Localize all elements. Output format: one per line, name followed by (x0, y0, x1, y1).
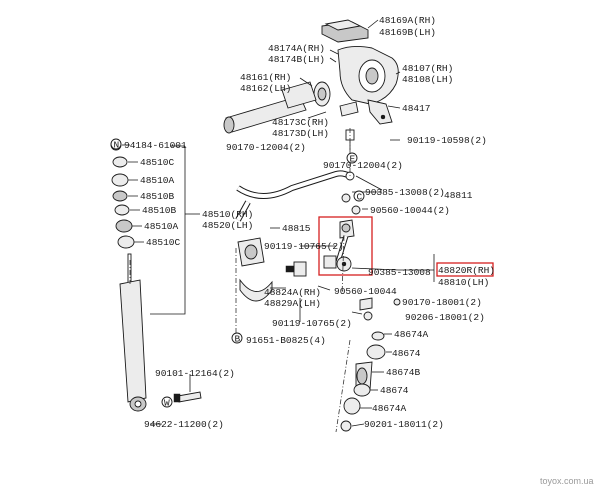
label-48510c-1: 48510C (140, 157, 175, 168)
label-94622-11200: 94622-11200(2) (144, 419, 224, 430)
label-48510-rh: 48510(RH) (202, 209, 253, 220)
label-90560-10044-a: 90560-10044(2) (370, 205, 450, 216)
stabilizer-bracket-drawing (237, 237, 307, 302)
label-48417: 48417 (402, 103, 431, 114)
callout-c-icon: C (353, 190, 365, 203)
bushing-48173-drawing (339, 101, 359, 141)
label-48173c: 48173C(RH) (272, 117, 329, 128)
svg-text:N: N (114, 140, 120, 151)
label-90560-10044-b: 90560-10044 (334, 286, 397, 297)
label-90170-18001: 90170-18001(2) (402, 297, 482, 308)
label-48674-2: 48674 (380, 385, 409, 396)
label-48174b: 48174B(LH) (268, 54, 325, 65)
centerline-dash (335, 339, 351, 433)
label-90119-10765-a: 90119-10765(2) (264, 241, 344, 252)
label-90206-18001: 90206-18001(2) (405, 312, 485, 323)
label-48674-1: 48674 (392, 348, 421, 359)
label-90119-10598: 90119-10598(2) (407, 135, 487, 146)
label-90385-13008-a: 90385-13008(2) (365, 187, 445, 198)
callout-w-icon: W (161, 396, 173, 409)
label-90119-10765-b: 90119-10765(2) (272, 318, 352, 329)
label-48174a: 48174A(RH) (268, 43, 325, 54)
label-94184-61001: 94184-61001 (124, 140, 187, 151)
callout-b-icon: B (231, 332, 243, 345)
label-48824a: 48824A(RH) (264, 287, 321, 298)
stabilizer-link-drawing (323, 219, 355, 272)
label-48510a-1: 48510A (140, 175, 175, 186)
label-48815: 48815 (282, 223, 311, 234)
highlight-label-frame (436, 262, 494, 277)
label-90101-12164: 90101-12164(2) (155, 368, 235, 379)
label-48674b: 48674B (386, 367, 421, 378)
label-48161: 48161(RH) (240, 72, 291, 83)
label-48674a-2: 48674A (372, 403, 407, 414)
label-48674a-1: 48674A (394, 329, 429, 340)
shock-bushing-stack-drawing (110, 139, 135, 249)
label-48108: 48108(LH) (402, 74, 453, 85)
stabilizer-bar-drawing (235, 170, 352, 222)
callout-n-icon: N (110, 138, 122, 151)
label-48162: 48162(LH) (240, 83, 291, 94)
svg-text:E: E (350, 154, 356, 165)
watermark: toyox.com.ua (540, 476, 594, 486)
svg-text:W: W (164, 398, 170, 409)
callout-e-icon: E (346, 152, 358, 165)
centerline-dash (341, 235, 345, 297)
label-48169b: 48169B(LH) (379, 27, 436, 38)
label-48811: 48811 (444, 190, 473, 201)
label-48810: 48810(LH) (438, 277, 489, 288)
label-48510a-2: 48510A (144, 221, 179, 232)
shock-bolt-drawing (173, 391, 202, 403)
label-90170-12004-b: 90170-12004(2) (323, 160, 403, 171)
label-48829a: 48829A(LH) (264, 298, 321, 309)
label-48510b-2: 48510B (142, 205, 177, 216)
bracket-housing-drawing (337, 45, 399, 125)
label-90385-13008-b: 90385-13008 (368, 267, 431, 278)
label-91651-b0825: 91651-B0825(4) (246, 335, 326, 346)
svg-text:B: B (235, 334, 241, 345)
label-48173d: 48173D(LH) (272, 128, 329, 139)
torsion-arm-drawing (223, 81, 317, 134)
svg-text:C: C (357, 192, 363, 203)
label-48820r: 48820R(RH) (438, 265, 495, 276)
label-48510c-2: 48510C (146, 237, 181, 248)
label-48107: 48107(RH) (402, 63, 453, 74)
label-48510b-1: 48510B (140, 191, 175, 202)
small-bushing-drawing (313, 81, 331, 107)
label-90170-12004-a: 90170-12004(2) (226, 142, 306, 153)
bracket-cap-drawing (321, 19, 369, 43)
label-48520-lh: 48520(LH) (202, 220, 253, 231)
label-48169a: 48169A(RH) (379, 15, 436, 26)
label-90201-18011: 90201-18011(2) (364, 419, 444, 430)
bushing-stack-drawing (340, 297, 401, 432)
shock-absorber-drawing (119, 253, 147, 412)
